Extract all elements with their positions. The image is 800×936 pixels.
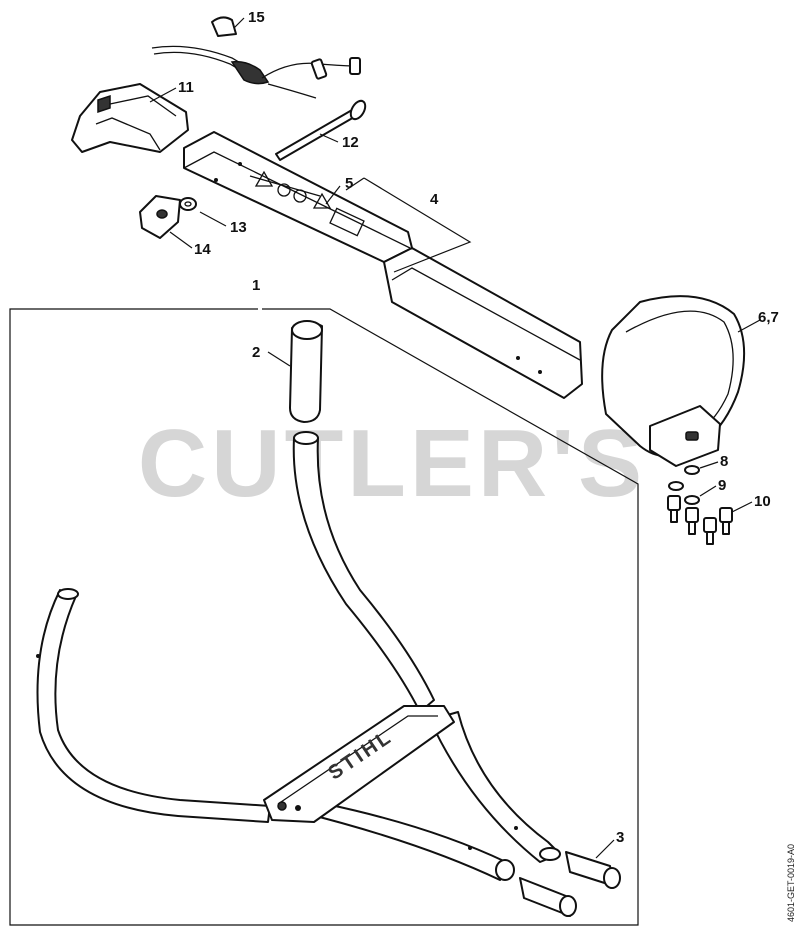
part-5-warning-labels bbox=[249, 170, 365, 237]
callout-1: 1 bbox=[252, 277, 260, 294]
part-9-washer bbox=[668, 481, 700, 505]
callout-13: 13 bbox=[230, 219, 247, 236]
part-10-screws bbox=[667, 495, 733, 545]
callout-8: 8 bbox=[720, 453, 728, 470]
watermark-text: CUTLER'S bbox=[138, 410, 646, 517]
part-14-knob bbox=[139, 195, 181, 239]
assembly-frame-1 bbox=[9, 308, 639, 926]
callout-11: 11 bbox=[178, 79, 194, 96]
callout-2: 2 bbox=[252, 344, 260, 361]
callout-3: 3 bbox=[616, 829, 624, 846]
part-15-cable bbox=[151, 16, 361, 99]
part-11-clamp-housing bbox=[71, 83, 189, 153]
part-8-washer bbox=[684, 465, 700, 475]
part-6-7-loop-handle bbox=[601, 295, 746, 467]
callout-14: 14 bbox=[194, 241, 211, 258]
callout-12: 12 bbox=[342, 134, 359, 151]
part-3-end-plugs bbox=[519, 851, 621, 917]
callout-9: 9 bbox=[718, 477, 726, 494]
leader-lines bbox=[149, 17, 761, 859]
callout-4: 4 bbox=[430, 191, 439, 208]
part-2-grip bbox=[289, 320, 323, 423]
callout-labels: 15 11 12 5 4 13 14 1 2 6,7 8 9 10 3 bbox=[178, 9, 779, 846]
part-4-handle-tube bbox=[183, 131, 583, 399]
callout-15: 15 bbox=[248, 9, 265, 26]
callout-6-7: 6,7 bbox=[758, 309, 779, 326]
callout-10: 10 bbox=[754, 493, 771, 510]
callout-5: 5 bbox=[345, 175, 353, 192]
part-13-washer bbox=[179, 197, 197, 211]
part-12-bolt bbox=[275, 99, 367, 161]
drawing-code: 4601-GET-0019-A0 bbox=[786, 844, 796, 922]
